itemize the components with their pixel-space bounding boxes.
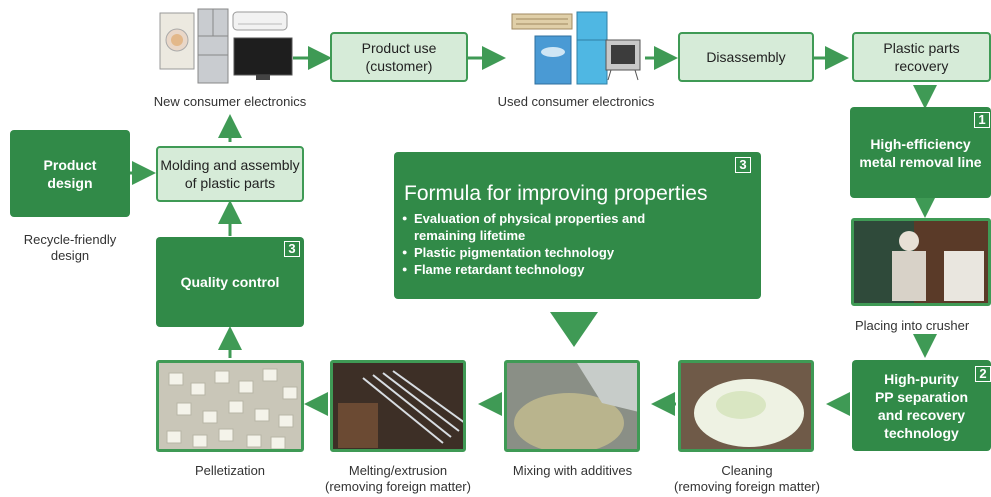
cleaning-caption: Cleaning(removing foreign matter) bbox=[674, 463, 820, 494]
formula-item: remaining lifetime bbox=[414, 228, 526, 243]
badge-2: 2 bbox=[975, 366, 991, 382]
formula-list: Evaluation of physical properties and re… bbox=[402, 210, 645, 278]
formula-item: Flame retardant technology bbox=[402, 261, 645, 278]
formula-title: Formula for improving properties bbox=[404, 182, 708, 205]
flat-tv-icon bbox=[233, 37, 293, 80]
quality-control-box: Quality control bbox=[156, 237, 304, 327]
refrigerator-icon bbox=[576, 11, 608, 85]
down-triangle-arrow bbox=[550, 312, 598, 347]
product-use-box: Product use(customer) bbox=[330, 32, 468, 82]
refrigerator-icon bbox=[197, 8, 229, 84]
formula-box: 3 Formula for improving properties Evalu… bbox=[394, 152, 761, 299]
pp-separation-box: High-purity PP separation and recovery t… bbox=[852, 360, 991, 451]
badge-3-quality: 3 bbox=[284, 241, 300, 257]
washer-dryer-icon bbox=[159, 12, 195, 70]
cleaning-photo bbox=[678, 360, 814, 452]
badge-3-formula: 3 bbox=[735, 157, 751, 173]
new-electronics-caption: New consumer electronics bbox=[153, 94, 307, 109]
washer-dryer-icon bbox=[534, 35, 572, 85]
pelletization-photo bbox=[156, 360, 304, 452]
used-electronics-caption: Used consumer electronics bbox=[497, 94, 655, 109]
crt-tv-icon bbox=[605, 39, 641, 81]
air-conditioner-icon bbox=[232, 11, 288, 31]
placing-crusher-caption: Placing into crusher bbox=[855, 318, 970, 333]
mixing-caption: Mixing with additives bbox=[512, 463, 633, 478]
formula-item: Plastic pigmentation technology bbox=[402, 244, 645, 261]
pelletization-caption: Pelletization bbox=[194, 463, 266, 478]
formula-item: Evaluation of physical properties and bbox=[402, 210, 645, 227]
disassembly-box: Disassembly bbox=[678, 32, 814, 82]
mixing-photo bbox=[504, 360, 640, 452]
air-conditioner-icon bbox=[511, 13, 573, 30]
crusher-photo bbox=[851, 218, 991, 306]
melting-caption: Melting/extrusion(removing foreign matte… bbox=[325, 463, 471, 494]
melting-photo bbox=[330, 360, 466, 452]
badge-1: 1 bbox=[974, 112, 990, 128]
